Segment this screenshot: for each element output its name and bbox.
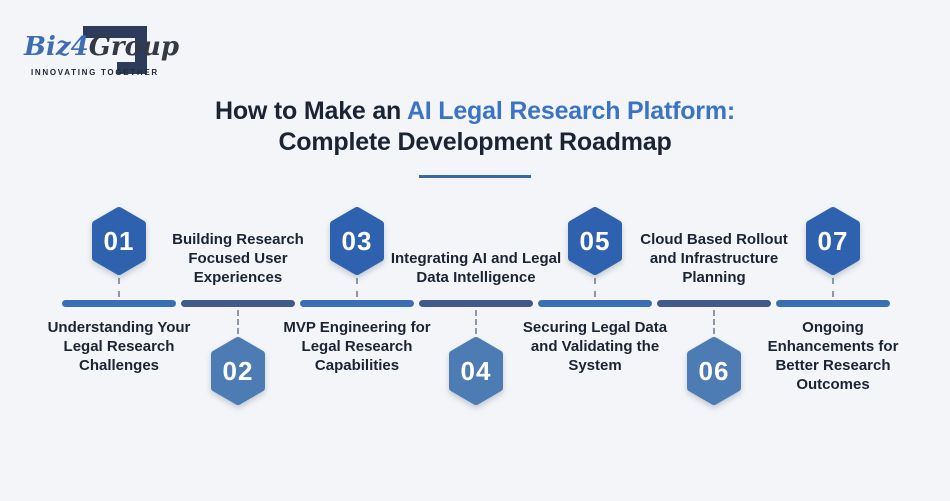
title-underline-divider xyxy=(419,175,531,178)
hexagon-shape-icon xyxy=(330,207,384,275)
step-label: Understanding Your Legal Research Challe… xyxy=(47,319,191,374)
dashed-connector xyxy=(118,278,120,297)
step-label: Securing Legal Data and Validating the S… xyxy=(522,319,668,374)
step-number: 01 xyxy=(103,225,135,256)
step-hexagon: 07 xyxy=(802,206,864,276)
step-label: Ongoing Enhancements for Better Research… xyxy=(767,319,899,393)
step-hexagon: 04 xyxy=(445,336,507,406)
title-highlight: AI Legal Research Platform: xyxy=(406,97,735,125)
brand-tagline: INNOVATING TOGETHER xyxy=(31,68,159,77)
timeline-segment xyxy=(62,300,176,307)
brand-logo: Biz4Group INNOVATING TOGETHER xyxy=(22,14,179,90)
brand-name-blue: Biz4 xyxy=(24,32,89,62)
timeline-segment xyxy=(300,300,414,307)
hexagon-shape-icon xyxy=(687,337,741,405)
hexagon-shape-icon xyxy=(211,337,265,405)
timeline-segment xyxy=(538,300,652,307)
dashed-connector xyxy=(356,278,358,297)
step-label: Building Research Focused User Experienc… xyxy=(172,231,304,286)
timeline-segment xyxy=(776,300,890,307)
hexagon-shape-icon xyxy=(806,207,860,275)
step-label: MVP Engineering for Legal Research Capab… xyxy=(283,319,431,374)
step-hexagon: 05 xyxy=(564,206,626,276)
timeline-segment xyxy=(181,300,295,307)
step-hexagon: 02 xyxy=(207,336,269,406)
step-number: 05 xyxy=(579,225,611,256)
timeline-segment xyxy=(657,300,771,307)
step-number: 04 xyxy=(460,355,492,386)
logo-bracket-icon xyxy=(83,26,147,74)
dashed-connector xyxy=(832,278,834,297)
step-label: Integrating AI and Legal Data Intelligen… xyxy=(390,250,562,286)
dashed-connector xyxy=(594,278,596,297)
dashed-connector xyxy=(713,310,715,334)
title-line-2: Complete Development Roadmap xyxy=(278,128,672,156)
step-number: 07 xyxy=(817,225,849,256)
brand-name: Biz4Group xyxy=(24,34,179,60)
step-number: 06 xyxy=(698,355,730,386)
timeline-segment xyxy=(419,300,533,307)
brand-name-gray: Group xyxy=(88,32,180,62)
step-number: 03 xyxy=(341,225,373,256)
page-title: How to Make an AI Legal Research Platfor… xyxy=(0,96,950,178)
step-number: 02 xyxy=(222,355,254,386)
step-hexagon: 01 xyxy=(88,206,150,276)
hexagon-shape-icon xyxy=(92,207,146,275)
hexagon-shape-icon xyxy=(449,337,503,405)
step-hexagon: 03 xyxy=(326,206,388,276)
title-line-1: How to Make an AI Legal Research Platfor… xyxy=(0,96,950,127)
dashed-connector xyxy=(475,310,477,334)
title-prefix: How to Make an xyxy=(215,97,407,125)
step-label: Cloud Based Rollout and Infrastructure P… xyxy=(640,231,788,286)
hexagon-shape-icon xyxy=(568,207,622,275)
step-hexagon: 06 xyxy=(683,336,745,406)
dashed-connector xyxy=(237,310,239,334)
